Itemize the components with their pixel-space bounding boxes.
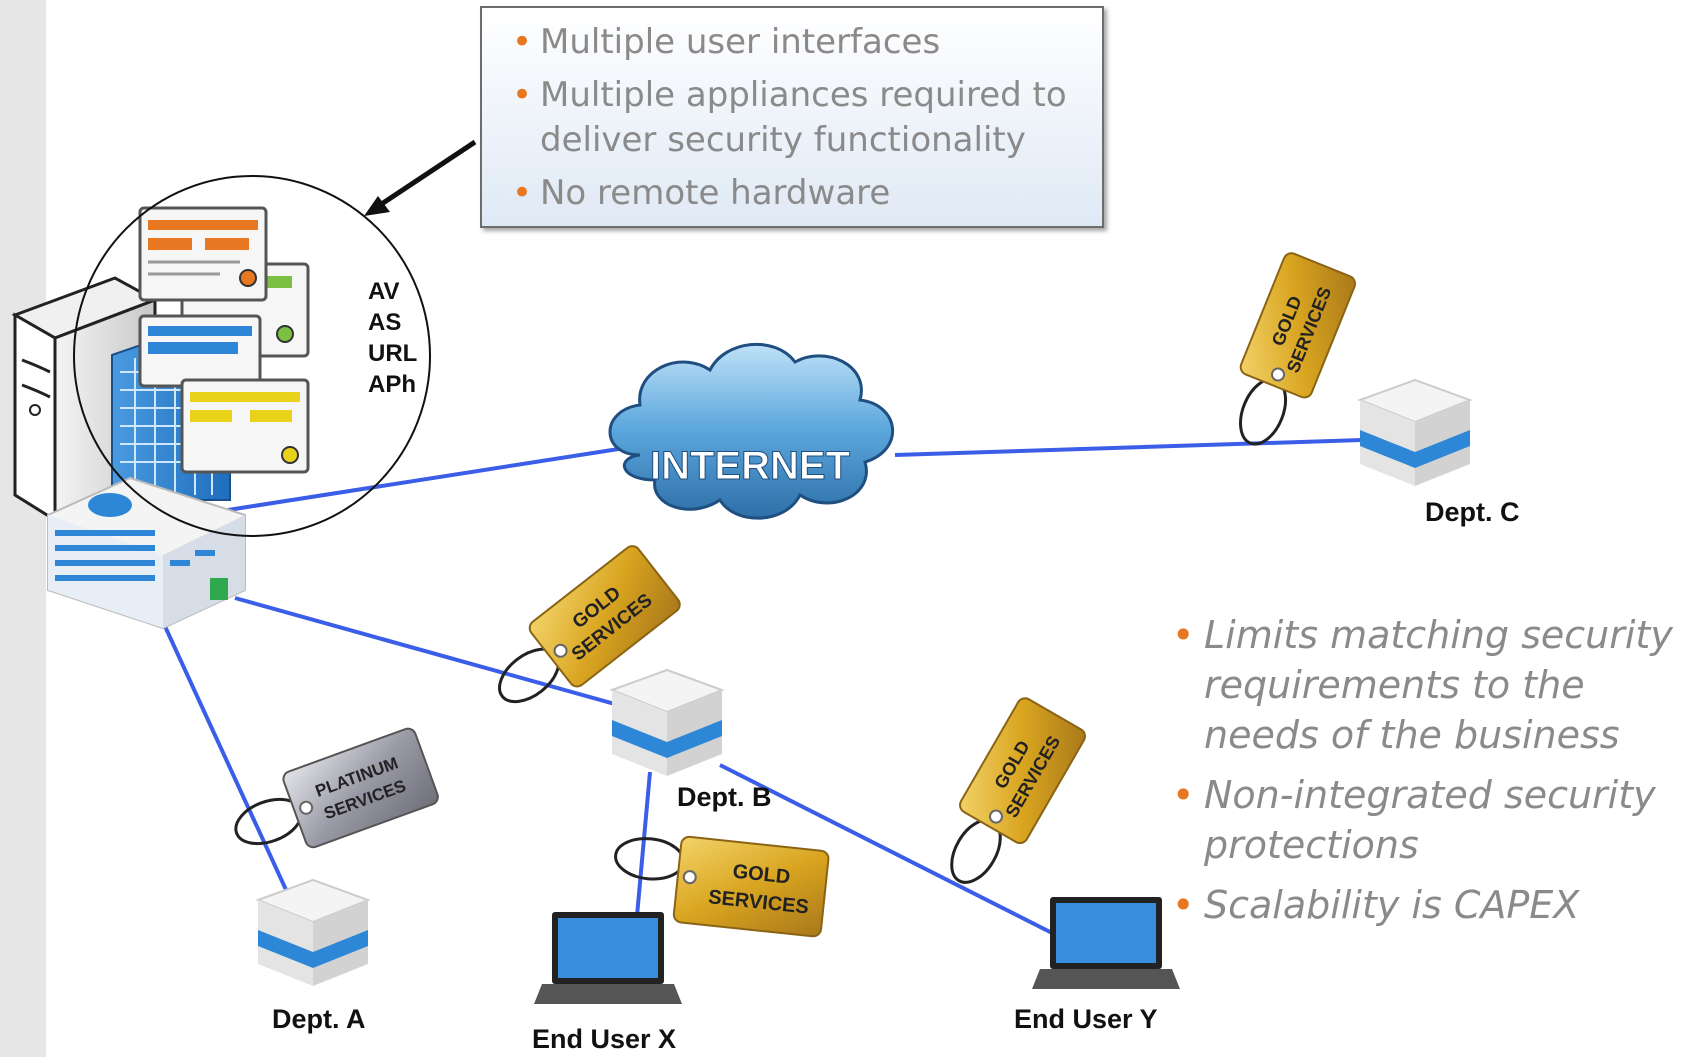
callout-list: Multiple user interfaces Multiple applia… <box>482 8 1102 216</box>
end-user-x-laptop-icon <box>534 912 682 1004</box>
gold-services-tag-dept-c: GOLD SERVICES <box>1239 252 1357 446</box>
link-hq-dept-b <box>234 596 666 720</box>
dept-b-label: Dept. B <box>677 782 772 812</box>
limitation-item: Scalability is CAPEX <box>1172 880 1692 930</box>
platinum-services-tag-dept-a: PLATINUM SERVICES <box>234 727 439 849</box>
dept-a-label: Dept. A <box>272 1004 366 1034</box>
callout-item: Multiple user interfaces <box>512 20 1102 65</box>
service-item: URL <box>368 340 418 367</box>
service-item: APh <box>368 371 416 398</box>
end-user-y-label: End User Y <box>1014 1004 1158 1034</box>
limitation-item: Limits matching security requirements to… <box>1172 610 1692 760</box>
callout-item: No remote hardware <box>512 171 1102 216</box>
dept-c-appliance-icon <box>1357 378 1473 486</box>
security-stack-circle <box>73 175 431 537</box>
left-margin-bar <box>0 0 46 1057</box>
gold-services-tag-end-user-y: GOLD SERVICES <box>950 697 1086 884</box>
security-appliance-stack-icon <box>138 206 310 474</box>
dept-c-label: Dept. C <box>1425 497 1520 527</box>
link-dept-b-end-user-y <box>719 763 1059 938</box>
link-hq-internet <box>227 446 626 512</box>
service-item: AS <box>368 309 402 336</box>
service-item: AV <box>368 278 400 305</box>
internet-cloud-icon: INTERNET <box>608 342 894 520</box>
link-dept-b-end-user-x <box>633 771 652 939</box>
callout-box: Multiple user interfaces Multiple applia… <box>480 6 1104 228</box>
link-hq-dept-a <box>161 621 295 906</box>
link-internet-dept-c <box>894 438 1363 457</box>
limitation-item: Non-integrated security protections <box>1172 770 1692 870</box>
callout-arrow <box>364 139 477 216</box>
internet-label: INTERNET <box>650 444 850 488</box>
end-user-y-laptop-icon <box>1032 897 1180 989</box>
connection-lines <box>161 438 1363 939</box>
callout-item: Multiple appliances required to deliver … <box>512 73 1102 163</box>
dept-b-appliance-icon <box>609 668 725 776</box>
service-list: AV AS URL APh <box>368 276 417 400</box>
end-user-x-label: End User X <box>532 1024 677 1054</box>
gold-services-tag-end-user-x: GOLD SERVICES <box>614 835 830 938</box>
dept-a-appliance-icon <box>255 878 371 986</box>
limitations-list: Limits matching security requirements to… <box>1172 610 1692 940</box>
